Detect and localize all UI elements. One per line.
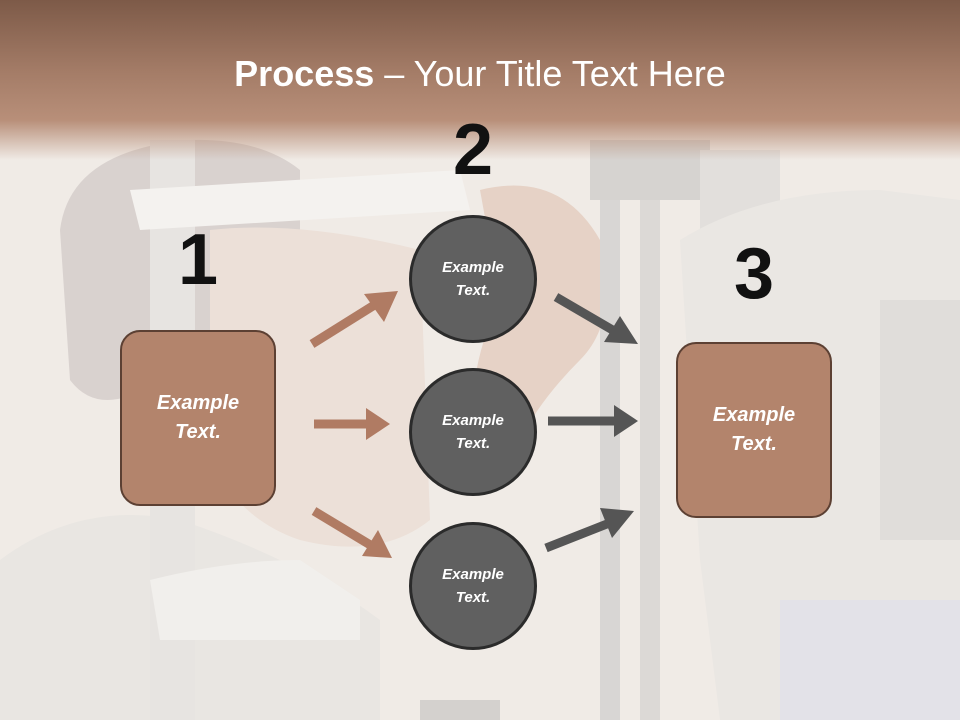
circle-top: Example Text. [409,215,537,343]
arrow-top-to-right [553,293,638,344]
step-number-2: 2 [452,110,494,190]
circle-bottom: Example Text. [409,522,537,650]
right-step-box: Example Text. [676,342,832,518]
arrow-middle-to-right [548,405,638,437]
arrow-bottom-to-right [544,508,634,553]
title-band [0,0,960,160]
arrow-left-to-top [309,291,398,348]
step-number-1: 1 [177,220,219,300]
arrow-left-to-bottom [311,507,392,558]
title-rest: – Your Title Text Here [374,53,726,94]
title-bold: Process [234,53,375,94]
arrow-left-to-middle [314,408,390,440]
step-number-3: 3 [733,234,775,314]
circle-middle: Example Text. [409,368,537,496]
left-step-box: Example Text. [120,330,276,506]
slide-title: Process – Your Title Text Here [0,52,960,96]
